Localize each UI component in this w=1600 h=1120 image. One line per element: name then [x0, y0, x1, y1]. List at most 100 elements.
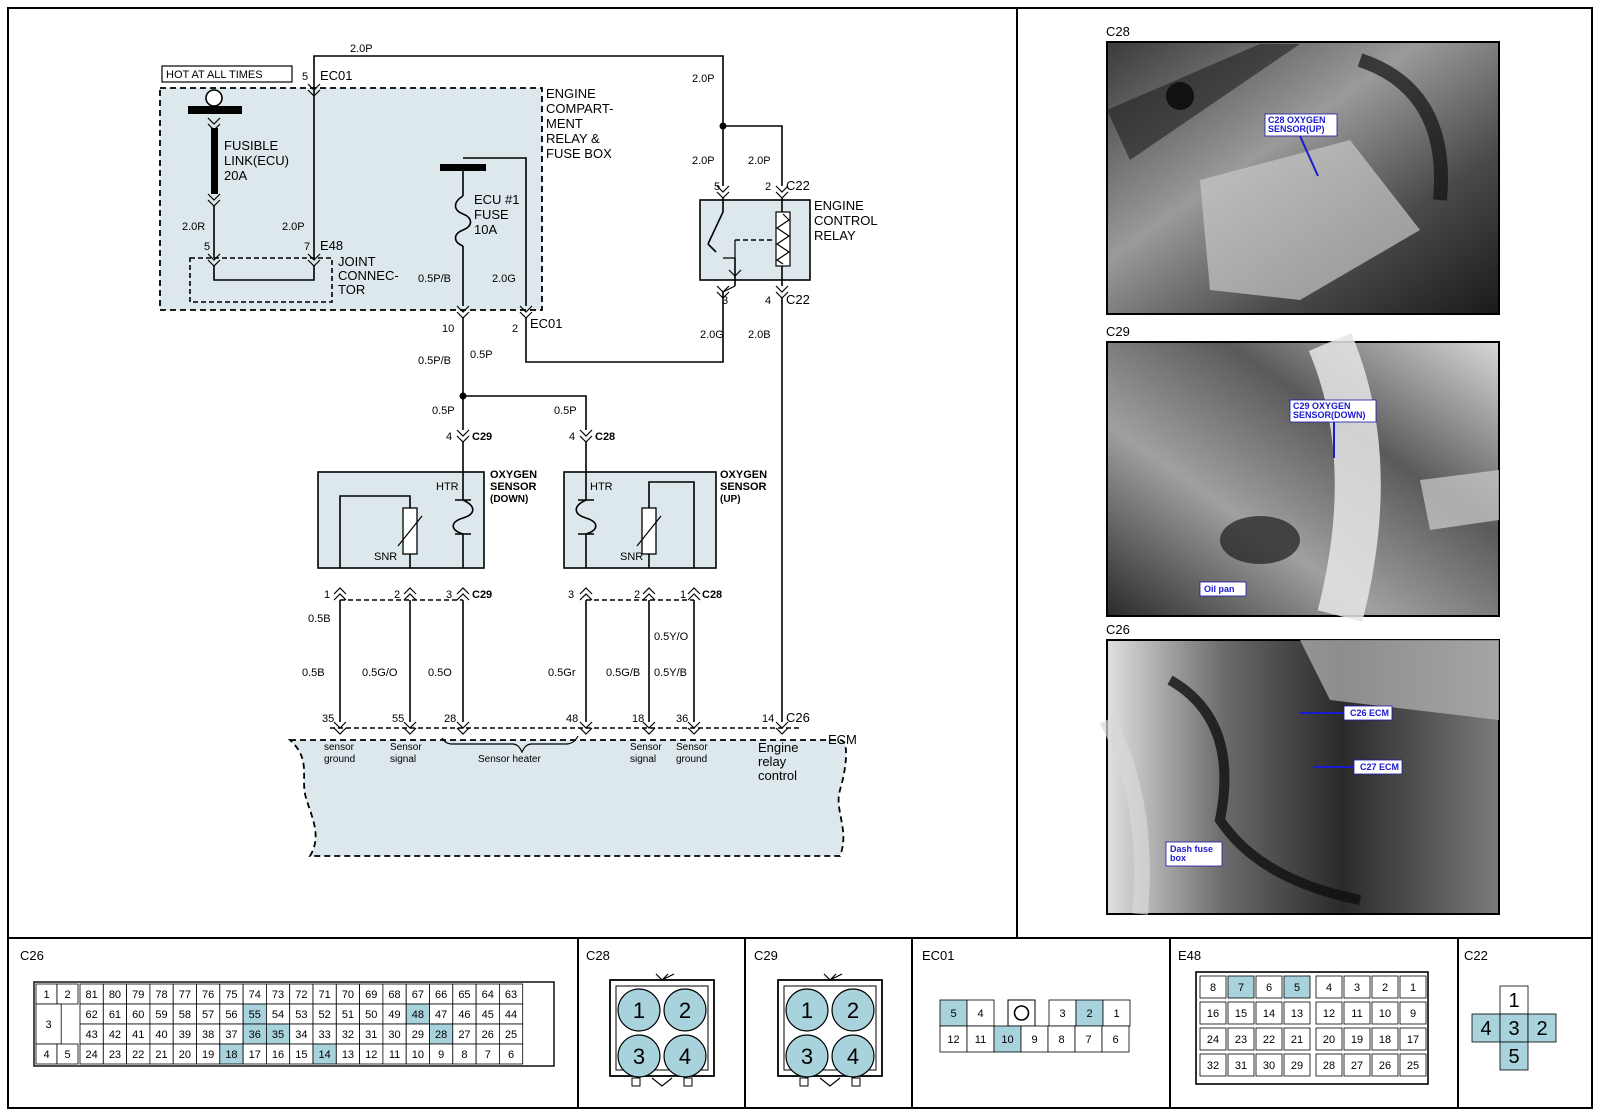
- fuse-bus-bar: [440, 164, 486, 171]
- e48-pin-4-label: 4: [1326, 982, 1332, 994]
- c26-pin-26-label: 26: [482, 1029, 494, 1041]
- joint-line-2: CONNEC-: [338, 268, 399, 283]
- fuse-box-title-2: COMPART-: [546, 101, 613, 116]
- e48-pin-14-label: 14: [1263, 1008, 1275, 1020]
- c26-pin-25-label: 25: [505, 1029, 517, 1041]
- page-border: [7, 7, 1593, 1109]
- relay-line-1: ENGINE: [814, 198, 864, 213]
- wire-label-0-5yo: 0.5Y/O: [654, 631, 689, 643]
- e48-pin-22-label: 22: [1263, 1034, 1275, 1046]
- ec01-pin-3-label: 3: [1059, 1008, 1065, 1020]
- c26-pin-64-label: 64: [482, 989, 494, 1001]
- c26-pin-5-label: 5: [64, 1049, 70, 1061]
- photo-c26-tag3-2: box: [1170, 853, 1186, 863]
- e48-pin-6-cell: [1255, 975, 1283, 999]
- c28-pin-4-label: 4: [679, 1044, 691, 1069]
- pin-ec01-10: 10: [442, 323, 454, 335]
- e48-pin-13-cell: [1283, 1001, 1311, 1025]
- photo-c29-title: C29: [1106, 324, 1130, 339]
- c26-pin-50-label: 50: [365, 1009, 377, 1021]
- e48-pin-17-cell: [1399, 1027, 1427, 1051]
- ecm-label: ECM: [828, 732, 857, 747]
- c26-pin-23-label: 23: [109, 1049, 121, 1061]
- o2-down-line-1: OXYGEN: [490, 469, 537, 481]
- ecm-sg-2: ground: [324, 754, 355, 765]
- conn-mark-c29-2: [403, 587, 417, 601]
- c26-pin-42-label: 42: [109, 1029, 121, 1041]
- e48-pin-3-label: 3: [1354, 982, 1360, 994]
- pin-c22-4: 4: [765, 295, 771, 307]
- fuse-box-zone: [159, 87, 543, 311]
- fuse-box-title-1: ENGINE: [546, 86, 596, 101]
- wire-label-2p-top: 2.0P: [350, 43, 373, 55]
- ecm-er-2: relay: [758, 754, 787, 769]
- ecm-er-3: control: [758, 768, 797, 783]
- view-c29-title: C29: [754, 948, 778, 963]
- snr-label-down: SNR: [374, 551, 397, 563]
- c22-pin-4-cell: [1471, 1013, 1501, 1043]
- view-c26-title: C26: [20, 948, 44, 963]
- photo-c26: C26 ECM C27 ECM Dash fuse box: [1099, 639, 1500, 915]
- photo-panel: C28 C28 OXYGEN SENSOR(UP) C29 C29 OXYGEN…: [1099, 24, 1500, 915]
- wire-label-0-5yb: 0.5Y/B: [654, 667, 687, 679]
- e48-pin-16-label: 16: [1207, 1008, 1219, 1020]
- wire-label-0-5b: 0.5B: [302, 667, 325, 679]
- c28-pin-1-label: 1: [633, 998, 645, 1023]
- e48-pin-7-cell: [1227, 975, 1255, 999]
- e48-pin-12-label: 12: [1323, 1008, 1335, 1020]
- e48-pin-30-cell: [1255, 1053, 1283, 1077]
- c26-pin-3-label: 3: [46, 1019, 52, 1031]
- c26-pin-56-label: 56: [225, 1009, 237, 1021]
- pin-c28-1: 1: [680, 589, 686, 601]
- e48-pin-14-cell: [1255, 1001, 1283, 1025]
- pin-c29-3: 3: [446, 589, 452, 601]
- c26-pin-59-label: 59: [155, 1009, 167, 1021]
- wire-joint-bridge: [213, 266, 315, 281]
- c26-pin-14-label: 14: [319, 1049, 331, 1061]
- c26-pin-8-label: 8: [461, 1049, 467, 1061]
- e48-pin-19-label: 19: [1351, 1034, 1363, 1046]
- c26-pin-44-label: 44: [505, 1009, 517, 1021]
- conn-label-c28-bottom: C28: [702, 589, 722, 601]
- fuse-box-title: ENGINE COMPART- MENT RELAY & FUSE BOX: [546, 86, 617, 161]
- wire-label-0-5pb: 0.5P/B: [418, 355, 451, 367]
- c26-pin-67-label: 67: [412, 989, 424, 1001]
- fusible-link-line-1: FUSIBLE: [224, 138, 279, 153]
- joint-connector-box: [189, 257, 333, 303]
- htr-label-down: HTR: [436, 481, 459, 493]
- photo-c26-trim: [1300, 640, 1499, 720]
- hot-label-box: [161, 65, 293, 83]
- oxygen-sensor-down: [317, 471, 485, 569]
- c26-pin-43-label: 43: [86, 1029, 98, 1041]
- pin-ec01-2: 2: [512, 323, 518, 335]
- conn-mark-c28-2: [642, 587, 656, 601]
- c26-pin-9-label: 9: [438, 1049, 444, 1061]
- relay-switch-icon: [707, 198, 724, 245]
- e48-pin-5-cell: [1283, 975, 1311, 999]
- wire-label-0-5o: 0.5O: [428, 667, 452, 679]
- e48-pin-21-cell: [1283, 1027, 1311, 1051]
- pin-c29-2: 2: [394, 589, 400, 601]
- c26-pin-53-label: 53: [295, 1009, 307, 1021]
- e48-pin-18-cell: [1371, 1027, 1399, 1051]
- ec01-pin-12-label: 12: [947, 1034, 959, 1046]
- ec01-pin-5-cell: [939, 999, 968, 1027]
- sensor-slash-down: [397, 515, 423, 547]
- c22-pin-3-cell: [1499, 1013, 1529, 1043]
- c29-latch-r: [851, 1077, 861, 1087]
- ec01-pin-5-label: 5: [950, 1008, 956, 1020]
- c29-pin-3-label: 3: [801, 1044, 813, 1069]
- e48-pin-32-cell: [1199, 1053, 1227, 1077]
- ec01-pin-3-cell: [1048, 999, 1077, 1027]
- wire-label-0-5go: 0.5G/O: [362, 667, 398, 679]
- sensor-circuit-up: [648, 481, 695, 568]
- ecu-fuse-line-1: ECU #1: [474, 192, 520, 207]
- pin-c28-3: 3: [568, 589, 574, 601]
- ecm-sg2-2: ground: [676, 754, 707, 765]
- e48-pin-4-cell: [1315, 975, 1343, 999]
- fuse-box-title-5: FUSE BOX: [546, 146, 612, 161]
- e48-pin-22-cell: [1255, 1027, 1283, 1051]
- e48-pin-30-label: 30: [1263, 1060, 1275, 1072]
- conn-label-ec01-bottom: EC01: [530, 316, 563, 331]
- e48-pin-11-cell: [1343, 1001, 1371, 1025]
